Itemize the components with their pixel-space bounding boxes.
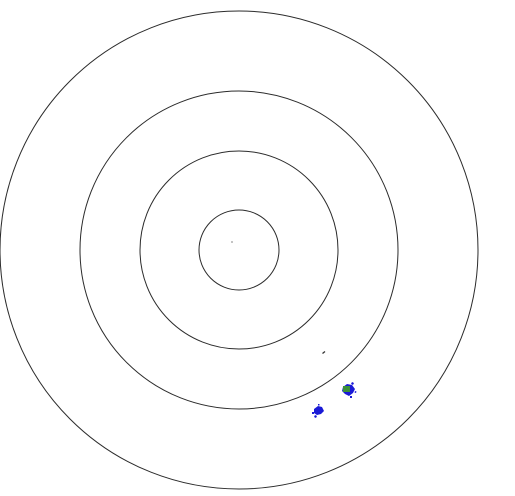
target-ring-outer — [0, 10, 479, 490]
target-ring-second — [139, 150, 339, 350]
marker-cluster-left — [312, 404, 324, 418]
target-ring-inner — [198, 209, 280, 291]
marker-small-dash — [322, 350, 326, 355]
center-dot — [231, 241, 233, 243]
target-ring-third — [79, 90, 399, 410]
target-rings — [0, 10, 479, 490]
marker-cluster-right — [342, 382, 357, 398]
